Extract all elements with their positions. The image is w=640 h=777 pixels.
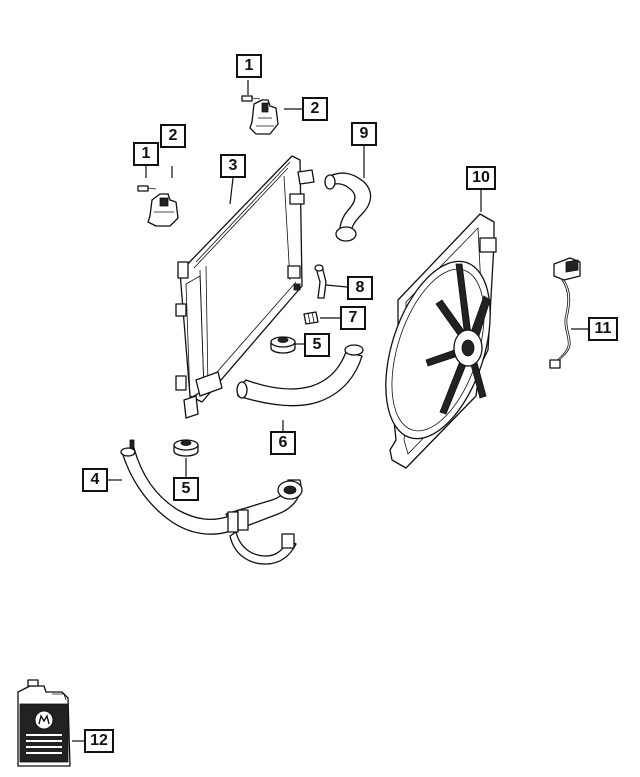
bracket-lower xyxy=(147,193,179,227)
upper-radiator-hose xyxy=(324,172,372,242)
lower-radiator-hose xyxy=(236,344,364,407)
callout-6: 6 xyxy=(270,431,296,455)
callout-10: 10 xyxy=(466,166,496,190)
callout-4: 4 xyxy=(82,468,108,492)
fan-wiring-harness xyxy=(549,257,581,369)
overflow-hose xyxy=(314,264,327,299)
leader-lines xyxy=(72,80,588,742)
callout-9: 9 xyxy=(351,122,377,146)
callout-1-upper: 1 xyxy=(236,54,262,78)
bolt-lower xyxy=(137,185,157,192)
callout-2-upper: 2 xyxy=(302,97,328,121)
coolant-container xyxy=(17,679,71,767)
callout-5-lower: 5 xyxy=(173,477,199,501)
callout-1-lower: 1 xyxy=(133,142,159,166)
radiator xyxy=(175,155,315,419)
callout-3: 3 xyxy=(220,154,246,178)
callout-12: 12 xyxy=(84,729,114,753)
bracket-upper xyxy=(249,99,279,135)
isolator-lower xyxy=(173,439,199,457)
callout-5-upper: 5 xyxy=(304,333,330,357)
drain-plug xyxy=(303,311,319,325)
callout-2-lower: 2 xyxy=(160,124,186,148)
callout-8: 8 xyxy=(347,276,373,300)
callout-11: 11 xyxy=(588,317,618,341)
isolator-upper xyxy=(270,336,296,354)
coolant-hose-assembly xyxy=(120,439,303,565)
callout-7: 7 xyxy=(340,306,366,330)
cooling-fan-shroud xyxy=(385,213,497,469)
bolt-upper xyxy=(241,95,261,102)
